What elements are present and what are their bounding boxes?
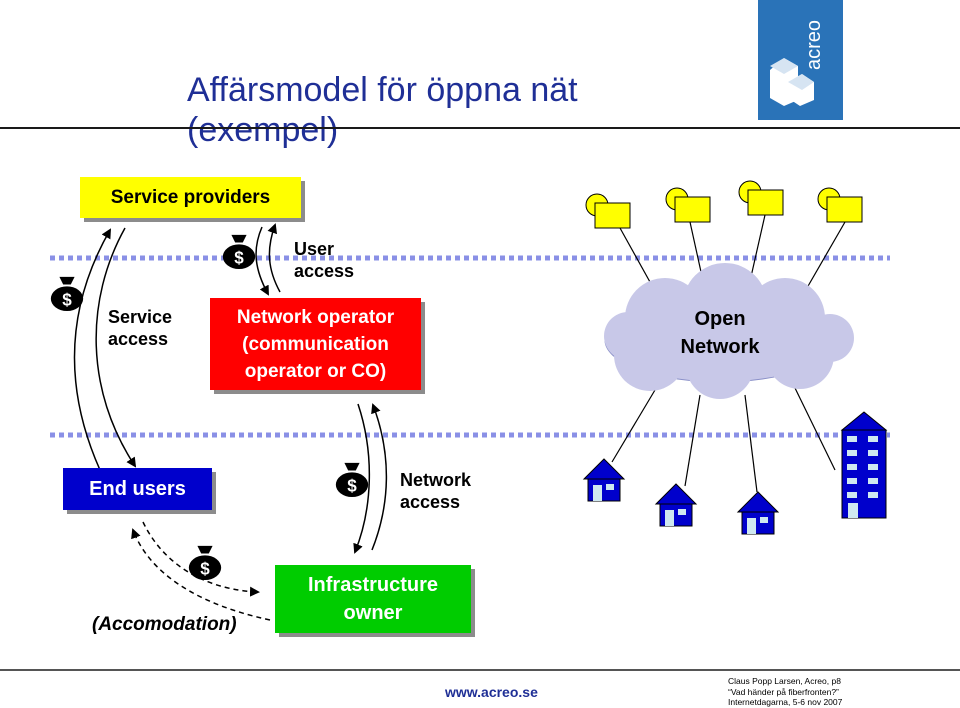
house-icon <box>583 458 625 502</box>
network-access-line-1: Network <box>400 470 472 490</box>
infrastructure-owner-box: Infrastructure owner <box>275 565 471 633</box>
credit-line-2: “Vad händer på fiberfronten?” <box>728 686 839 697</box>
credit-line-3: Internetdagarna, 5-6 nov 2007 <box>728 697 843 707</box>
end-users-label: End users <box>89 477 186 500</box>
open-network-line-1: Open <box>694 308 746 330</box>
title-line-1: Affärsmodel för öppna nät <box>187 71 578 109</box>
money-bag-icon <box>50 276 84 312</box>
house-icon <box>737 491 779 535</box>
accomodation-label: (Accomodation) <box>92 614 237 635</box>
network-operator-box: Network operator (communication operator… <box>210 298 421 390</box>
user-access-label: User access <box>294 238 354 282</box>
credit-line-1: Claus Popp Larsen, Acreo, p8 <box>728 676 841 686</box>
infrastructure-owner-line-2: owner <box>343 602 403 624</box>
user-access-line-2: access <box>294 261 355 281</box>
user-terminal-icon <box>585 193 631 229</box>
network-access-line-2: access <box>400 492 461 512</box>
user-terminal-icon <box>817 187 863 223</box>
infrastructure-owner-line-1: Infrastructure <box>307 574 439 596</box>
logo-mark-icon <box>770 58 814 106</box>
service-access-label: Service access <box>108 306 172 350</box>
header-divider <box>0 127 960 129</box>
end-users-box: End users <box>63 468 212 510</box>
money-bag-icon <box>222 234 256 270</box>
website-link[interactable]: www.acreo.se <box>445 684 538 700</box>
service-providers-label: Service providers <box>110 186 271 208</box>
acreo-logo: acreo <box>758 0 843 120</box>
page-title: Affärsmodel för öppna nät (exempel) <box>187 70 747 150</box>
house-icon <box>655 483 697 527</box>
user-terminal-icon <box>665 187 711 223</box>
network-access-label: Network access <box>400 469 471 513</box>
user-terminal-icon <box>738 180 784 216</box>
service-access-line-2: access <box>108 329 169 349</box>
open-network-line-2: Network <box>680 336 760 358</box>
network-operator-line-3: operator or CO) <box>244 360 387 382</box>
credit-text: Claus Popp Larsen, Acreo, p8 “Vad händer… <box>728 676 842 708</box>
service-providers-box: Service providers <box>80 177 301 218</box>
footer-divider <box>0 669 960 671</box>
open-network-cloud <box>604 263 854 399</box>
money-bag-icon <box>188 545 222 581</box>
network-operator-line-2: (communication <box>242 333 389 355</box>
network-operator-line-1: Network operator <box>236 306 395 328</box>
title-line-2: (exempel) <box>187 111 339 149</box>
money-bag-icon <box>335 462 369 498</box>
open-network-label: Open Network <box>640 305 800 361</box>
user-access-line-1: User <box>294 239 335 259</box>
service-access-line-1: Service <box>108 307 173 327</box>
apartment-building-icon <box>840 411 888 519</box>
